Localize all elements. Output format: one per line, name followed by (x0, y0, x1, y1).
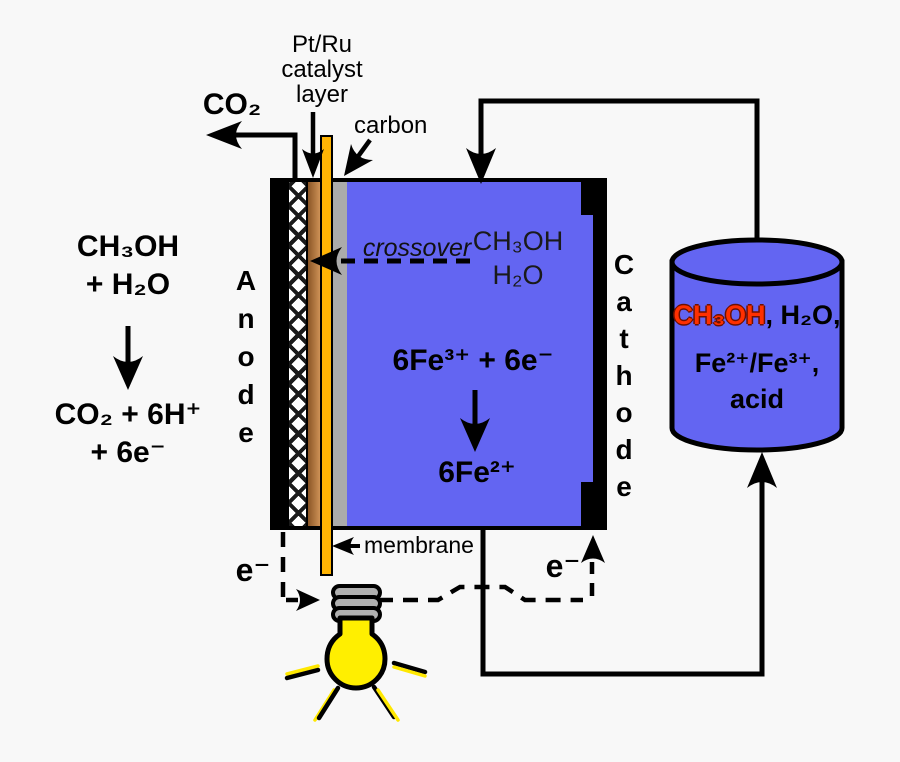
carbon-arrow (344, 138, 373, 176)
cathode-tab-top (581, 182, 607, 215)
reservoir-line1-rest: , H₂O, (765, 300, 841, 330)
anode-reaction-arrow (113, 326, 143, 390)
reservoir-line1: CH₃OH, H₂O, (662, 300, 852, 331)
electron-label-left: e⁻ (235, 552, 271, 588)
anode-products: CO₂ + 6H⁺ + 6e⁻ (54, 398, 202, 469)
cathode-electrode-bar (593, 178, 607, 530)
cell-bottom-border (270, 526, 607, 530)
cell-feed-label: CH₃OH H₂O (472, 226, 564, 290)
reservoir-line3: acid (729, 384, 785, 414)
electron-path-right (378, 535, 605, 603)
light-rays (284, 660, 428, 722)
light-bulb (324, 584, 388, 691)
membrane-arrow (332, 537, 360, 555)
bottom-pipe (480, 458, 765, 677)
anode-electrode-bar (270, 178, 287, 530)
reservoir-cylinder (669, 237, 845, 453)
solution-region (347, 182, 593, 526)
reservoir-inlet-arrow (747, 452, 777, 488)
electron-label-right: e⁻ (545, 548, 581, 584)
carbon-label: carbon (354, 112, 428, 139)
top-pipe (466, 98, 760, 245)
electron-path-left (280, 532, 320, 611)
catalyst-label: Pt/Ru catalyst layer (281, 31, 363, 108)
anode-reactants: CH₃OH + H₂O (76, 230, 180, 301)
co2-label: CO₂ (202, 88, 262, 121)
reservoir-methanol: CH₃OH (673, 300, 766, 330)
crossover-label: crossover (362, 234, 472, 262)
cathode-label: C a t h o d e (613, 249, 635, 502)
cathode-tab-bottom (581, 482, 607, 526)
cathode-reaction-arrow (460, 390, 490, 452)
reduced-product: 6Fe²⁺ (438, 456, 516, 489)
membrane-label: membrane (364, 532, 474, 558)
crossover-arrow (310, 247, 470, 275)
reduction-reaction: 6Fe³⁺ + 6e⁻ (392, 344, 554, 377)
reservoir-line2: Fe²⁺/Fe³⁺, (694, 348, 820, 378)
cell-top-border (270, 178, 607, 182)
membrane-strip (320, 135, 333, 576)
co2-arrow (206, 121, 298, 178)
anode-label: A n o d e (235, 265, 257, 448)
catalyst-arrow (302, 112, 324, 178)
